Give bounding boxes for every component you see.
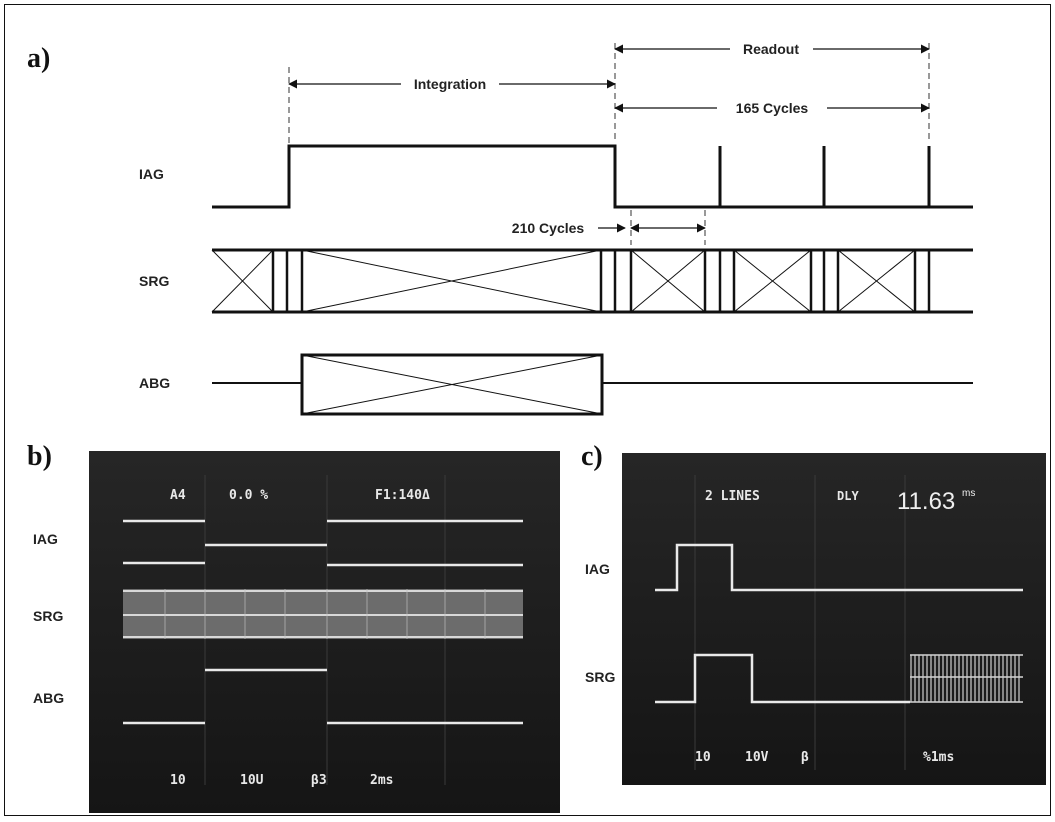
abg-label: ABG (139, 375, 170, 391)
figure-frame: a) Readout Integration 165 Cycles (4, 4, 1051, 816)
panel-b-letter: b) (27, 441, 52, 472)
abg-waveform (212, 355, 973, 414)
scope-c-reading: 11.63 (897, 488, 955, 515)
b-abg-label: ABG (33, 690, 64, 706)
integration-dimension: Integration (289, 76, 615, 92)
scope-b-top-right: F1:140Δ (375, 488, 430, 503)
panel-a-letter: a) (27, 43, 50, 74)
scope-c-reading-unit: ms (962, 488, 975, 499)
integration-label: Integration (414, 76, 486, 92)
panel-c-letter: c) (581, 441, 603, 472)
cycles210-dimension: 210 Cycles (512, 220, 705, 236)
scope-b-bottom-marker: β3 (311, 773, 327, 788)
c-srg-label: SRG (585, 669, 615, 685)
scope-b-bottom-volt: 10U (240, 773, 264, 788)
panel-c: c) IAG SRG 2 LINES DLY 11.63 ms (581, 441, 1046, 785)
guide-lines (289, 43, 929, 245)
cycles210-label: 210 Cycles (512, 220, 585, 236)
scope-c: 2 LINES DLY 11.63 ms 10 10V β %1ms (622, 453, 1046, 785)
scope-b-bottom-ch: 10 (170, 773, 186, 788)
b-iag-label: IAG (33, 531, 58, 547)
scope-b-bottom-time: 2ms (370, 773, 393, 788)
cycles165-dimension: 165 Cycles (615, 100, 929, 116)
scope-c-top-mid: DLY (837, 489, 859, 503)
readout-label: Readout (743, 41, 799, 57)
scope-c-bottom-time: %1ms (923, 750, 954, 765)
srg-label: SRG (139, 273, 169, 289)
srg-waveform (212, 250, 973, 312)
scope-b-top-left: A4 (170, 488, 186, 503)
readout-dimension: Readout (615, 41, 929, 57)
panel-a: a) Readout Integration 165 Cycles (27, 41, 973, 414)
scope-c-bottom-marker: β (801, 750, 809, 765)
cycles165-label: 165 Cycles (736, 100, 809, 116)
scope-b: A4 0.0 % F1:140Δ (89, 451, 560, 813)
iag-label: IAG (139, 166, 164, 182)
scope-c-bottom-ch: 10 (695, 750, 711, 765)
iag-waveform (212, 146, 973, 207)
scope-c-bottom-volt: 10V (745, 750, 769, 765)
panel-b: b) IAG SRG ABG A4 0.0 % F1:140Δ (27, 441, 560, 813)
scope-b-top-mid: 0.0 % (229, 488, 268, 503)
scope-c-top-left: 2 LINES (705, 489, 760, 504)
b-srg-label: SRG (33, 608, 63, 624)
timing-figure: a) Readout Integration 165 Cycles (5, 5, 1052, 817)
c-iag-label: IAG (585, 561, 610, 577)
